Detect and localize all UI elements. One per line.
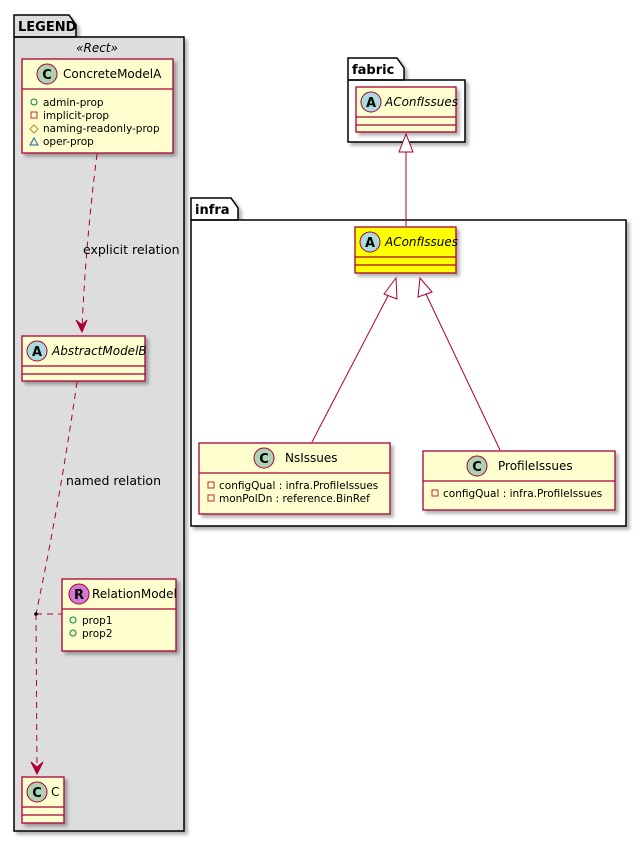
inheritance-edge-fabric	[398, 132, 414, 226]
public-icon	[69, 629, 77, 637]
class-name: C	[51, 785, 59, 799]
badge-letter: C	[42, 68, 52, 83]
badge-letter: A	[366, 96, 376, 111]
private-icon	[431, 489, 439, 497]
class-infra-aconf-issues[interactable]: A AConfIssues	[354, 226, 458, 274]
abstract-badge-icon	[360, 91, 382, 113]
abstract-badge-icon	[26, 340, 48, 362]
inheritance-edge-nsissues	[311, 276, 398, 443]
attr-admin-prop: admin-prop	[43, 97, 104, 109]
legend-title: LEGEND	[18, 20, 77, 35]
relation-badge-icon	[68, 583, 90, 605]
private-icon	[207, 494, 215, 502]
private-icon	[207, 481, 215, 489]
badge-letter: C	[32, 786, 42, 801]
class-badge-icon	[466, 455, 488, 477]
public-icon	[69, 616, 77, 624]
explicit-relation-label: explicit relation	[83, 242, 180, 257]
class-name: AConfIssues	[384, 235, 458, 249]
attr-mon-pol-dn: monPolDn : reference.BinRef	[219, 493, 370, 505]
legend-stereotype: «Rect»	[76, 41, 118, 55]
class-c[interactable]: C C	[21, 776, 65, 824]
fabric-title: fabric	[352, 63, 394, 78]
class-profile-issues[interactable]: C ProfileIssues configQual : infra.Profi…	[422, 450, 616, 511]
legend-package: LEGEND «Rect»	[13, 14, 185, 832]
badge-letter: C	[472, 460, 482, 475]
badge-letter: C	[259, 452, 269, 467]
class-name: AConfIssues	[384, 95, 458, 109]
named-relation-edge: named relation	[30, 381, 161, 776]
private-icon	[30, 111, 38, 119]
attr-oper-prop: oper-prop	[43, 136, 94, 148]
badge-letter: A	[365, 236, 375, 251]
attr-config-qual: configQual : infra.ProfileIssues	[219, 480, 378, 492]
class-name: NsIssues	[285, 451, 338, 465]
inheritance-edge-profileissues	[417, 276, 501, 451]
class-fabric-aconf-issues[interactable]: A AConfIssues	[355, 86, 458, 133]
class-relation-model[interactable]: R RelationModel prop1 prop2	[61, 578, 177, 652]
abstract-badge-icon	[359, 231, 381, 253]
package-icon	[29, 136, 39, 146]
class-badge-icon	[253, 447, 275, 469]
badge-letter: R	[74, 588, 84, 603]
attr-implicit-prop: implicit-prop	[43, 110, 109, 122]
class-name: ProfileIssues	[498, 459, 573, 473]
class-badge-icon	[26, 781, 48, 803]
class-concrete-model-a[interactable]: C ConcreteModelA admin-prop implicit-pro…	[21, 58, 174, 154]
attr-naming-readonly-prop: naming-readonly-prop	[43, 123, 160, 135]
attr-config-qual: configQual : infra.ProfileIssues	[443, 488, 602, 500]
badge-letter: A	[32, 345, 42, 360]
class-badge-icon	[36, 63, 58, 85]
infra-title: infra	[195, 203, 230, 218]
protected-icon	[29, 124, 39, 134]
attr-prop2: prop2	[82, 628, 113, 640]
explicit-relation-edge: explicit relation	[75, 153, 180, 334]
class-name: RelationModel	[92, 587, 177, 601]
class-ns-issues[interactable]: C NsIssues configQual : infra.ProfileIss…	[198, 442, 391, 515]
public-icon	[30, 98, 38, 106]
class-name: ConcreteModelA	[63, 67, 162, 81]
class-name: AbstractModelB	[51, 344, 147, 358]
class-abstract-model-b[interactable]: A AbstractModelB	[21, 335, 147, 382]
named-relation-label: named relation	[66, 473, 161, 488]
attr-prop1: prop1	[82, 615, 113, 627]
